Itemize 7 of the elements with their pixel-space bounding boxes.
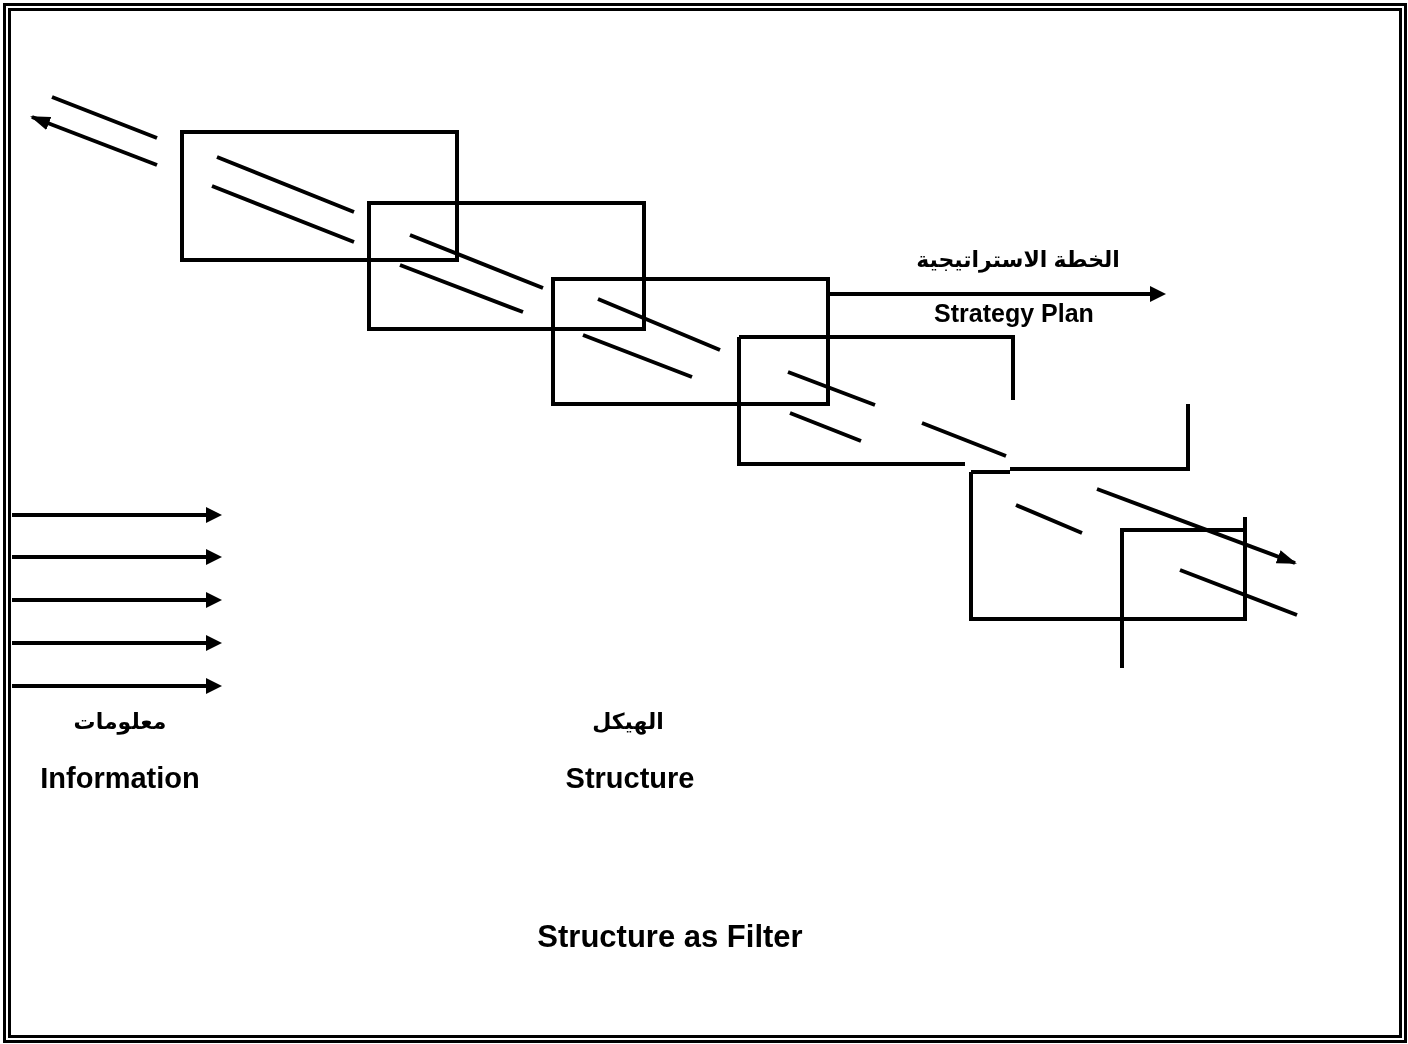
label-text: Information [40,763,200,795]
label-text: الهيكل [592,710,664,735]
label-text: الخطة الاستراتيجية [916,248,1120,273]
label-text: Strategy Plan [934,300,1094,328]
label-text: معلومات [73,710,167,735]
label-text: Structure [565,763,695,795]
caption-text: Structure as Filter [537,920,803,955]
